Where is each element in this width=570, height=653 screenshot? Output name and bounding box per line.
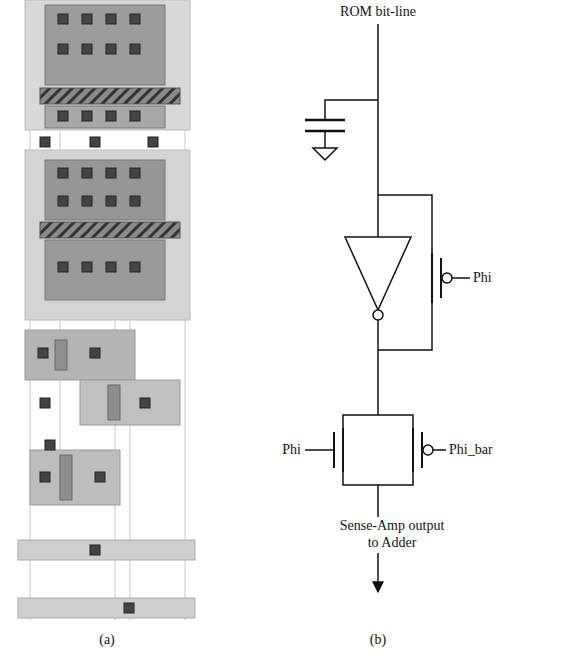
signal-name: ROM bit-line <box>340 4 416 21</box>
output-note: Sense-Amp output to Adder <box>330 517 454 553</box>
schematic <box>305 24 470 592</box>
panel-label: (a) <box>99 632 115 649</box>
signal-name: Phi <box>473 270 492 287</box>
signal-name: Phi <box>282 442 301 459</box>
contact-squares <box>38 14 158 613</box>
panel-label: (b) <box>370 632 386 649</box>
signal-name: Phi_bar <box>449 442 493 459</box>
layout-plot <box>18 0 195 620</box>
